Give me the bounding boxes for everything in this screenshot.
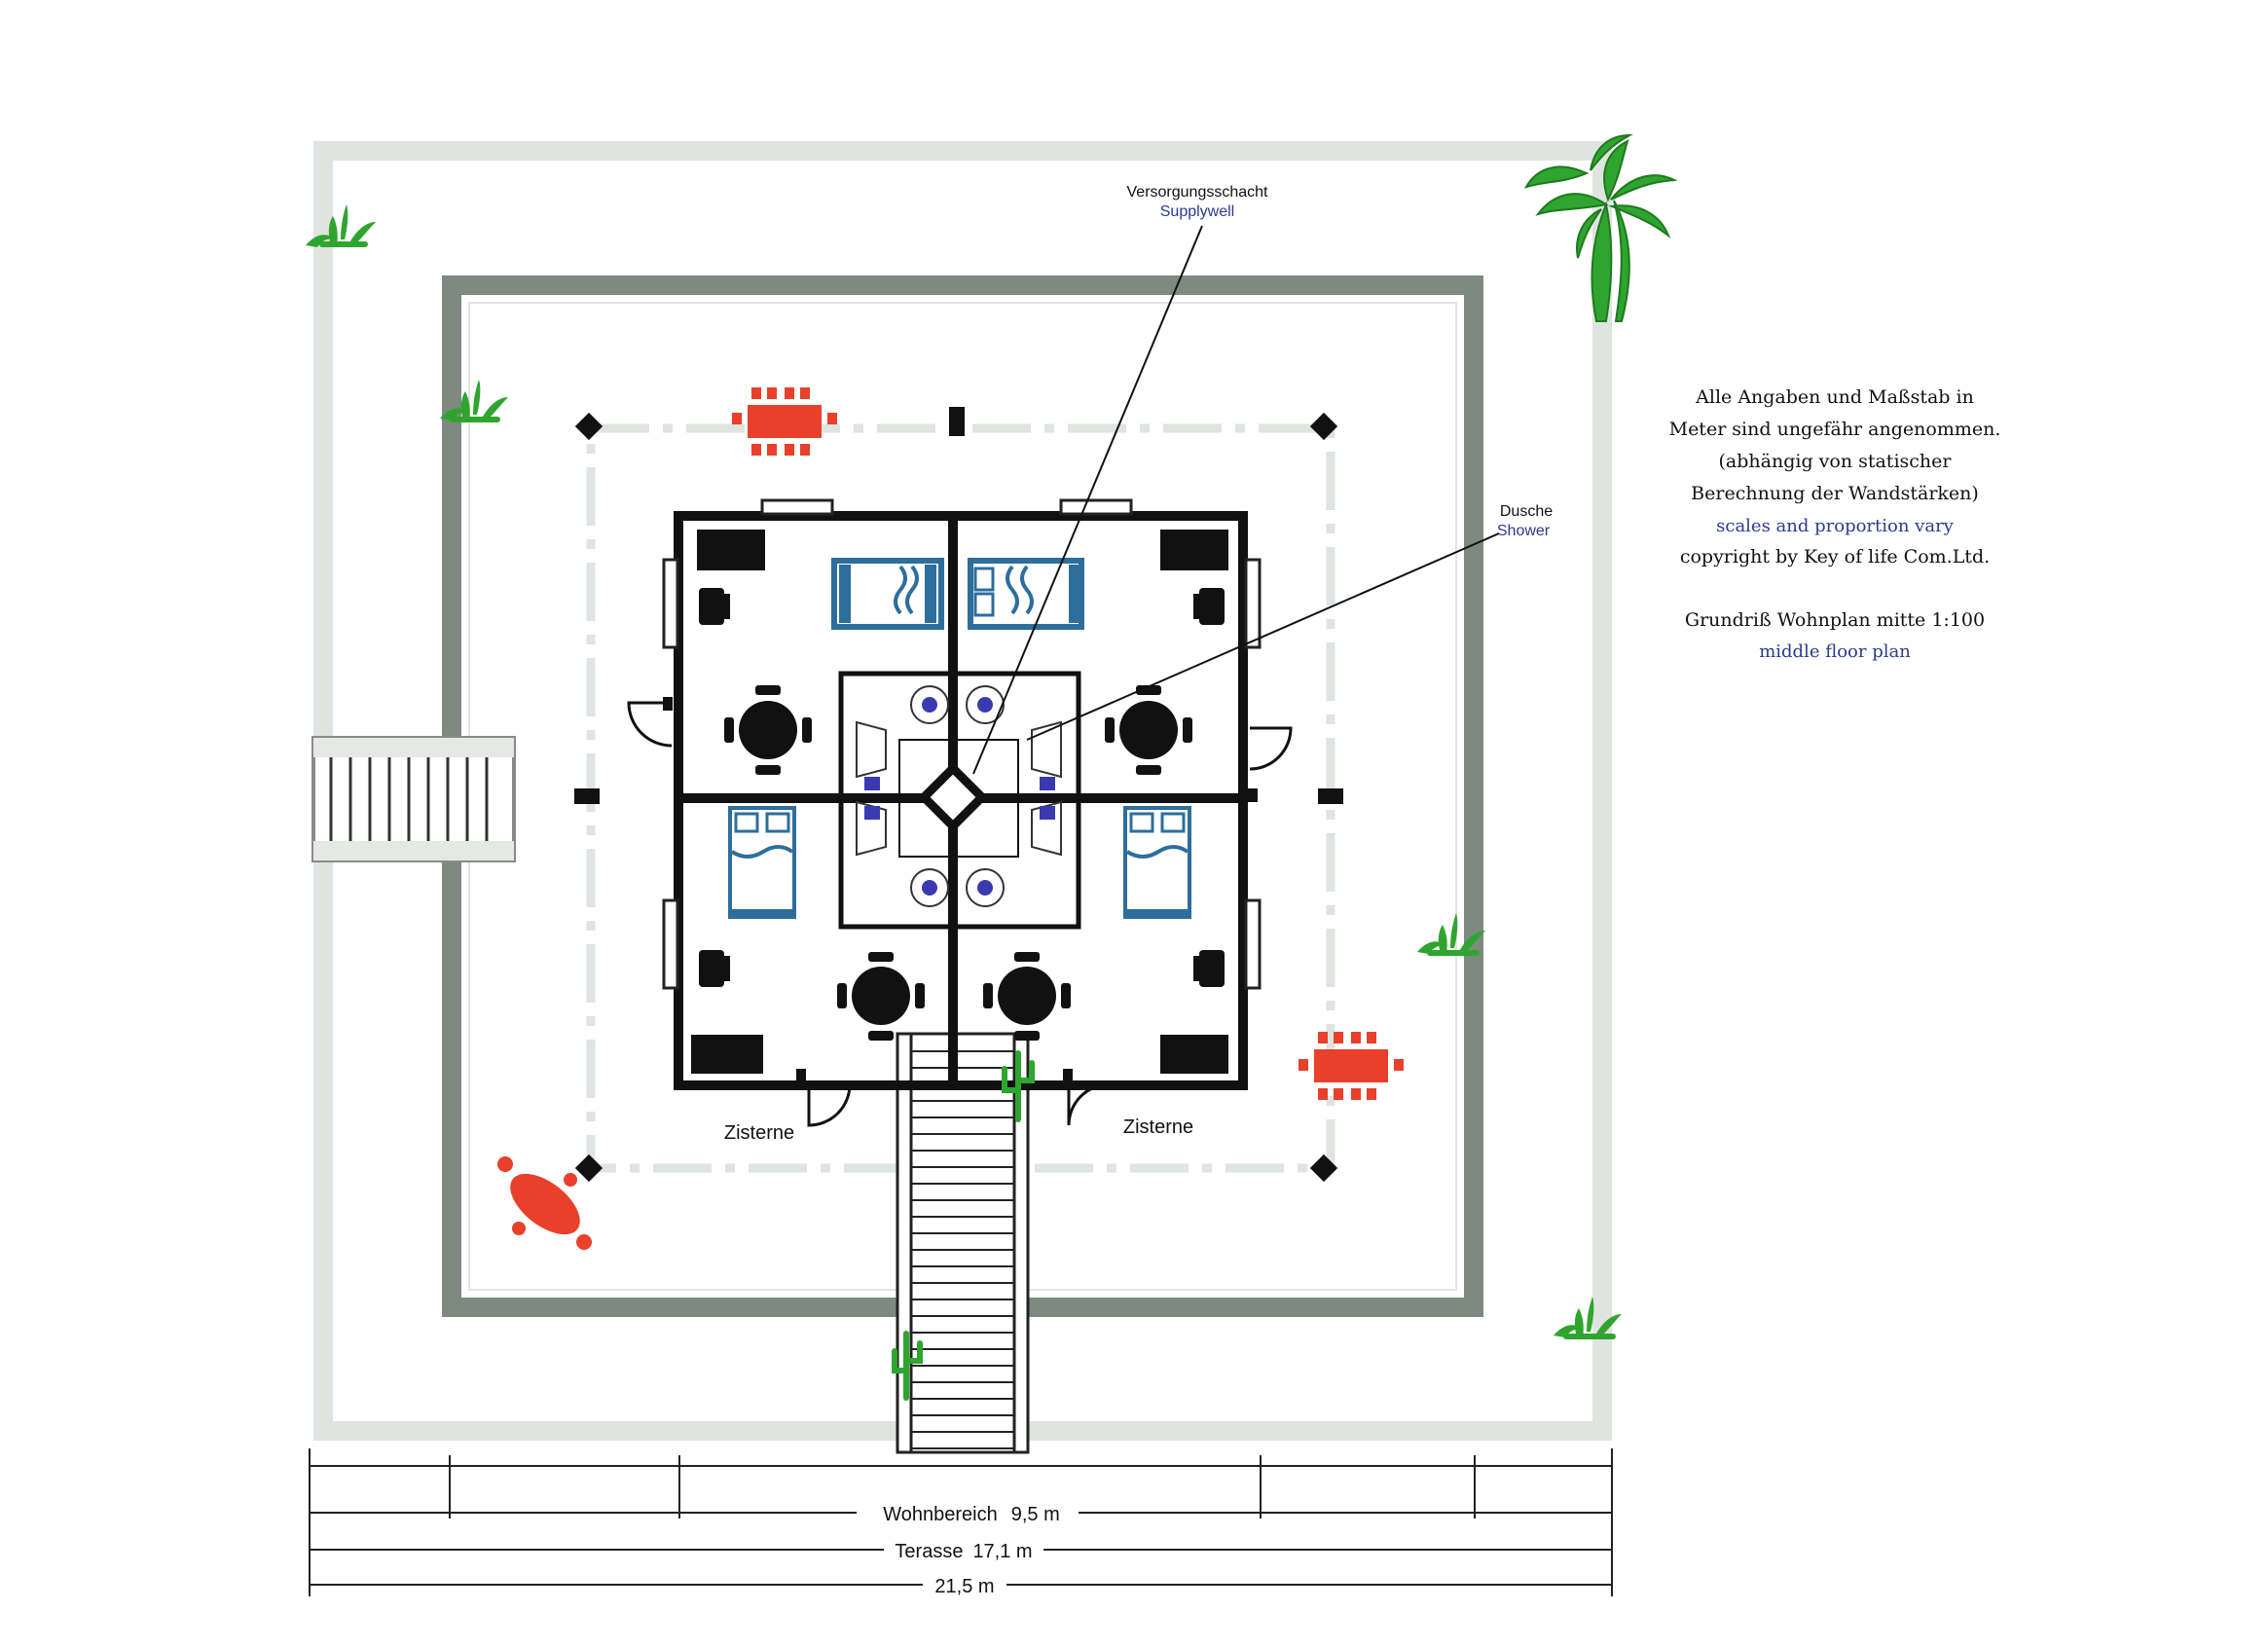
outdoor-table-top: [732, 387, 837, 456]
doors: [627, 701, 1293, 1127]
plant-icon: [306, 204, 376, 247]
note-line: Meter sind ungefähr angenommen.: [1669, 419, 2001, 440]
cistern-label-right: Zisterne: [1123, 1116, 1193, 1138]
bathroom-core: [838, 671, 1081, 930]
cactus-icon: [1002, 1050, 1035, 1122]
notes-block: Alle Angaben und Maßstab in Meter sind u…: [1669, 386, 2001, 662]
note-line: Berechnung der Wandstärken): [1691, 483, 1979, 504]
copyright-line: copyright by Key of life Com.Ltd.: [1680, 546, 1990, 567]
supply-shaft-label-en: Supplywell: [1160, 203, 1234, 220]
bed-top-left: [831, 558, 944, 630]
outdoor-table-right: [1299, 1032, 1404, 1100]
dimension-terrace-value: 17,1 m: [972, 1541, 1032, 1562]
dimension-living-value: 9,5 m: [1011, 1504, 1060, 1525]
plant-icon: [1417, 913, 1485, 956]
bed-bottom-left: [728, 806, 796, 919]
toilets: [910, 685, 1005, 907]
wardrobes: [691, 530, 1228, 1074]
desk-chairs: [699, 588, 1225, 987]
plan-title-en: middle floor plan: [1759, 641, 1911, 662]
cistern-label-left: Zisterne: [724, 1122, 794, 1144]
dimension-terrace: Terasse 17,1 m: [895, 1541, 1032, 1562]
leader-lines: [972, 225, 1500, 775]
sinks: [856, 720, 1062, 857]
note-line-en: scales and proportion vary: [1716, 516, 1955, 536]
cactus-icon: [892, 1331, 923, 1401]
windows: [662, 498, 1262, 990]
columns: [574, 407, 1343, 1183]
bed-top-right: [968, 558, 1084, 630]
palm-tree-icon: [1523, 133, 1678, 322]
dimension-total: 21,5 m: [934, 1576, 994, 1597]
supply-shaft: [917, 761, 989, 833]
dimension-living-label: Wohnbereich: [883, 1504, 997, 1525]
bed-bottom-right: [1123, 806, 1191, 919]
outdoor-table-oval: [497, 1156, 592, 1250]
left-stair: [311, 736, 516, 862]
dimension-living: Wohnbereich 9,5 m: [883, 1504, 1060, 1525]
dimension-lines: [309, 1448, 1613, 1596]
plant-icon: [1554, 1297, 1622, 1339]
plan-title: Grundriß Wohnplan mitte 1:100: [1685, 609, 1985, 631]
door-jambs: [663, 697, 1258, 1084]
note-line: Alle Angaben und Maßstab in: [1695, 386, 1974, 408]
main-stair: [896, 1032, 1030, 1454]
beds: [728, 558, 1191, 919]
dimension-terrace-label: Terasse: [895, 1541, 963, 1562]
shower-label: Dusche: [1500, 503, 1553, 520]
note-line: (abhängig von statischer: [1719, 451, 1953, 472]
supply-shaft-label: Versorgungsschacht: [1127, 184, 1269, 201]
round-tables: [724, 685, 1192, 1041]
plant-icon: [440, 380, 508, 422]
shower-label-en: Shower: [1497, 523, 1551, 539]
